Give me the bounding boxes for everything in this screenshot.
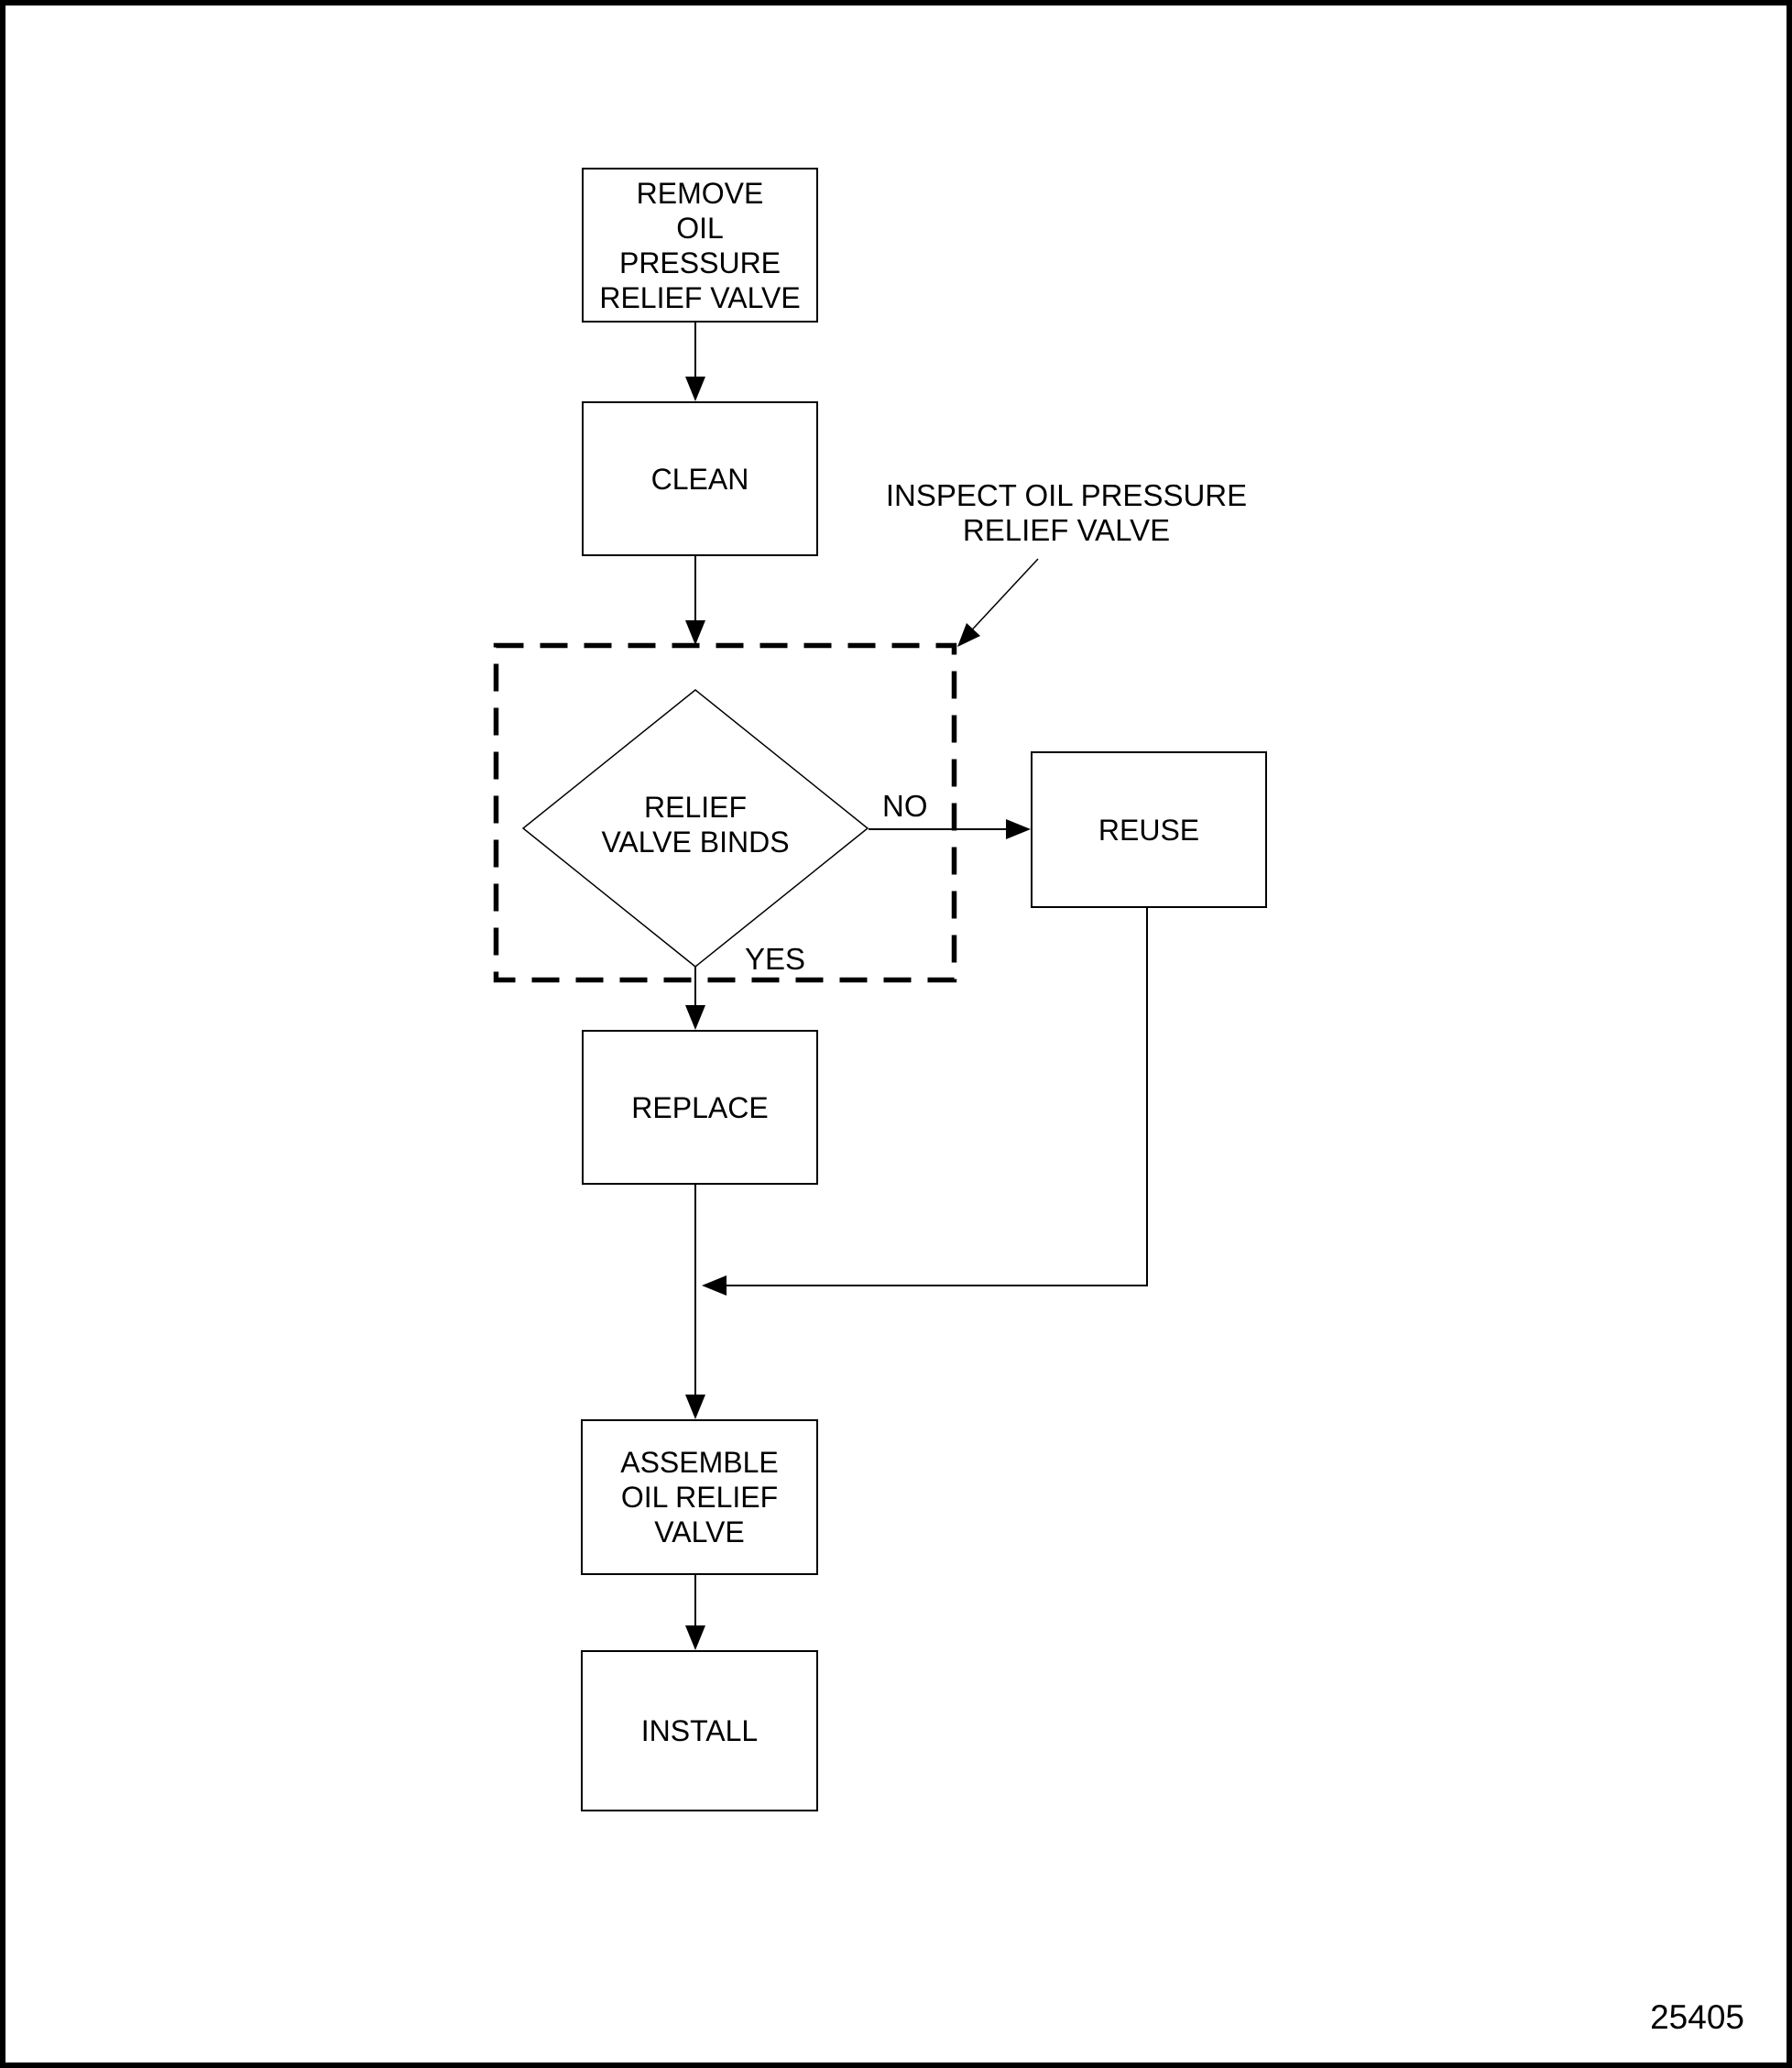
edge-assemble-install	[685, 1575, 705, 1650]
node-remove-label: REMOVE OIL PRESSURE RELIEF VALVE	[599, 176, 801, 314]
edge-replace-assemble	[685, 1185, 705, 1419]
node-clean: CLEAN	[582, 401, 818, 556]
edge-label-no: NO	[882, 789, 928, 823]
node-assemble-label: ASSEMBLE OIL RELIEF VALVE	[620, 1446, 779, 1548]
node-replace: REPLACE	[582, 1030, 818, 1185]
edge-label-yes: YES	[745, 942, 806, 976]
inspect-annotation: INSPECT OIL PRESSURE RELIEF VALVE	[885, 478, 1248, 547]
node-install: INSTALL	[581, 1650, 818, 1811]
figure-number: 25405	[1650, 1998, 1744, 2036]
inspect-pointer-arrow	[957, 558, 1039, 647]
node-decision-label: RELIEF VALVE BINDS	[601, 791, 790, 859]
node-remove-oil-pressure-relief-valve: REMOVE OIL PRESSURE RELIEF VALVE	[582, 168, 818, 323]
node-install-label: INSTALL	[640, 1714, 759, 1747]
edge-decision-replace	[685, 967, 705, 1030]
inspect-dashed-boundary	[493, 642, 957, 983]
node-clean-label: CLEAN	[650, 462, 749, 496]
node-reuse: REUSE	[1031, 751, 1267, 908]
edge-decision-reuse	[869, 819, 1031, 839]
node-assemble-oil-relief-valve: ASSEMBLE OIL RELIEF VALVE	[581, 1419, 818, 1575]
node-replace-label: REPLACE	[631, 1090, 769, 1124]
edge-remove-clean	[685, 323, 705, 401]
edge-reuse-junction	[702, 908, 1148, 1296]
edge-clean-decision	[685, 556, 705, 645]
node-reuse-label: REUSE	[1098, 813, 1200, 847]
